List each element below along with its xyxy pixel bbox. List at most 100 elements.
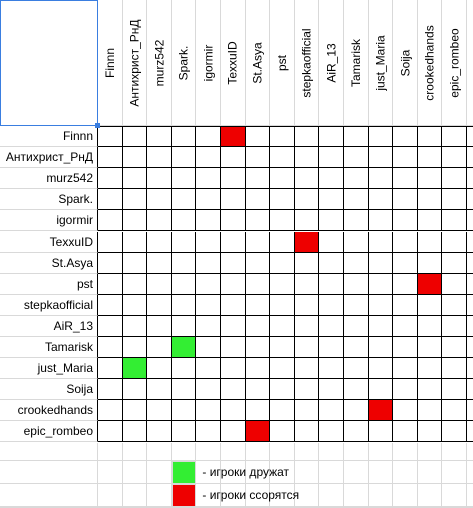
row-header-empty[interactable] xyxy=(0,506,98,508)
matrix-cell-empty[interactable] xyxy=(467,274,473,295)
matrix-cell[interactable] xyxy=(442,358,467,380)
column-header[interactable]: Soija xyxy=(393,0,418,126)
matrix-cell[interactable] xyxy=(245,273,271,295)
matrix-cell[interactable] xyxy=(417,315,443,337)
matrix-cell[interactable] xyxy=(245,168,271,190)
matrix-cell[interactable] xyxy=(368,421,394,443)
matrix-cell-enemy[interactable] xyxy=(417,273,443,295)
sheet-cell-empty[interactable] xyxy=(98,442,123,461)
matrix-cell[interactable] xyxy=(344,421,369,443)
sheet-cell-empty[interactable] xyxy=(196,442,221,461)
matrix-cell[interactable] xyxy=(368,210,394,232)
matrix-cell[interactable] xyxy=(294,379,320,401)
matrix-cell[interactable] xyxy=(442,189,467,211)
matrix-cell[interactable] xyxy=(344,210,369,232)
matrix-cell[interactable] xyxy=(196,379,221,401)
matrix-cell[interactable] xyxy=(98,358,123,380)
selection-fill-handle[interactable] xyxy=(95,123,100,128)
sheet-cell-empty[interactable] xyxy=(467,506,473,508)
matrix-cell-empty[interactable] xyxy=(467,189,473,211)
matrix-cell[interactable] xyxy=(245,379,271,401)
sheet-cell-empty[interactable] xyxy=(368,442,394,461)
sheet-cell-empty[interactable] xyxy=(221,506,246,508)
matrix-cell[interactable] xyxy=(417,252,443,274)
matrix-cell[interactable] xyxy=(319,252,344,274)
matrix-cell[interactable] xyxy=(270,315,295,337)
matrix-cell[interactable] xyxy=(368,147,394,169)
matrix-cell[interactable] xyxy=(171,231,197,253)
matrix-cell[interactable] xyxy=(393,210,418,232)
matrix-cell[interactable] xyxy=(344,168,369,190)
matrix-cell[interactable] xyxy=(98,421,123,443)
sheet-cell-empty[interactable] xyxy=(98,460,123,484)
sheet-cell-empty[interactable] xyxy=(319,483,344,507)
matrix-cell[interactable] xyxy=(171,147,197,169)
matrix-cell[interactable] xyxy=(270,337,295,359)
sheet-cell-empty[interactable] xyxy=(393,442,418,461)
column-header[interactable]: murz542 xyxy=(147,0,172,126)
column-header[interactable]: igormir xyxy=(196,0,221,126)
matrix-cell[interactable] xyxy=(147,400,172,422)
matrix-cell[interactable] xyxy=(344,126,369,148)
matrix-cell[interactable] xyxy=(147,315,172,337)
matrix-cell[interactable] xyxy=(98,189,123,211)
matrix-cell[interactable] xyxy=(122,337,148,359)
matrix-cell[interactable] xyxy=(147,252,172,274)
matrix-cell[interactable] xyxy=(221,337,246,359)
matrix-cell[interactable] xyxy=(344,337,369,359)
matrix-cell[interactable] xyxy=(294,337,320,359)
matrix-cell[interactable] xyxy=(442,252,467,274)
matrix-cell[interactable] xyxy=(368,337,394,359)
matrix-cell[interactable] xyxy=(245,400,271,422)
matrix-cell[interactable] xyxy=(98,126,123,148)
matrix-cell[interactable] xyxy=(393,168,418,190)
sheet-cell-empty[interactable] xyxy=(393,483,418,507)
matrix-cell[interactable] xyxy=(270,126,295,148)
matrix-cell[interactable] xyxy=(417,294,443,316)
matrix-cell[interactable] xyxy=(344,231,369,253)
matrix-cell[interactable] xyxy=(245,147,271,169)
sheet-cell-empty[interactable] xyxy=(319,506,344,508)
row-header[interactable]: Spark. xyxy=(0,189,98,211)
sheet-cell-empty[interactable] xyxy=(417,506,443,508)
matrix-cell[interactable] xyxy=(319,315,344,337)
matrix-cell[interactable] xyxy=(122,147,148,169)
matrix-cell[interactable] xyxy=(270,379,295,401)
matrix-cell[interactable] xyxy=(319,126,344,148)
matrix-cell[interactable] xyxy=(417,147,443,169)
matrix-cell[interactable] xyxy=(171,252,197,274)
row-header[interactable]: Finnn xyxy=(0,126,98,148)
matrix-cell[interactable] xyxy=(442,315,467,337)
row-header[interactable]: St.Asya xyxy=(0,252,98,274)
matrix-cell[interactable] xyxy=(417,421,443,443)
matrix-cell[interactable] xyxy=(196,126,221,148)
matrix-cell[interactable] xyxy=(122,294,148,316)
matrix-cell[interactable] xyxy=(393,231,418,253)
matrix-cell[interactable] xyxy=(442,294,467,316)
matrix-cell[interactable] xyxy=(294,252,320,274)
matrix-cell[interactable] xyxy=(245,358,271,380)
matrix-cell[interactable] xyxy=(147,168,172,190)
matrix-cell[interactable] xyxy=(442,231,467,253)
matrix-cell[interactable] xyxy=(98,294,123,316)
sheet-cell-empty[interactable] xyxy=(147,442,172,461)
matrix-cell[interactable] xyxy=(98,252,123,274)
matrix-cell[interactable] xyxy=(417,210,443,232)
matrix-cell[interactable] xyxy=(294,147,320,169)
sheet-cell-empty[interactable] xyxy=(442,506,467,508)
matrix-cell[interactable] xyxy=(196,337,221,359)
column-header[interactable]: Finnn xyxy=(98,0,123,126)
sheet-cell-empty[interactable] xyxy=(467,461,473,484)
matrix-cell-empty[interactable] xyxy=(467,253,473,274)
sheet-cell-empty[interactable] xyxy=(196,506,221,508)
matrix-cell[interactable] xyxy=(344,147,369,169)
sheet-cell-empty[interactable] xyxy=(147,460,172,484)
matrix-cell[interactable] xyxy=(245,294,271,316)
matrix-cell[interactable] xyxy=(122,168,148,190)
matrix-cell[interactable] xyxy=(344,189,369,211)
matrix-cell[interactable] xyxy=(221,273,246,295)
matrix-cell[interactable] xyxy=(294,294,320,316)
matrix-cell[interactable] xyxy=(270,421,295,443)
sheet-cell-empty[interactable] xyxy=(98,483,123,507)
column-header[interactable]: TexxuID xyxy=(221,0,246,126)
